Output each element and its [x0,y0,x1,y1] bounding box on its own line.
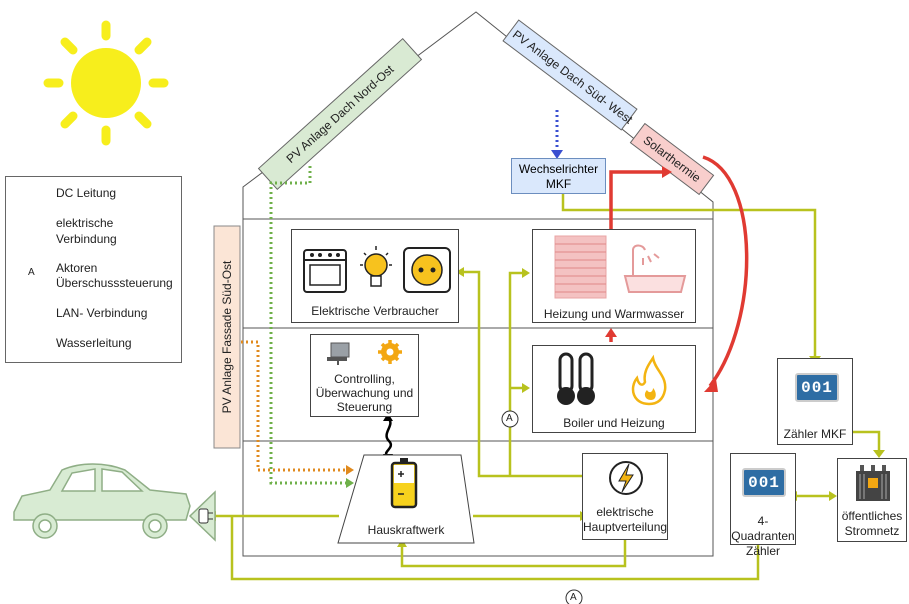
sun-icon [43,20,169,146]
heating-water-icons [554,235,687,299]
boiler-icons [557,352,667,406]
pv-facade-panel [213,225,241,449]
boiler-box: Boiler und Heizung [532,345,696,433]
consumers-box: Elektrische Verbraucher [291,229,459,323]
counter-digits: 001 [748,473,780,492]
power-plant-label: Hauskraftwerk [367,523,445,537]
light-bulb-icon [360,246,392,287]
consumers-icons [303,246,451,293]
legend-electric-label-2: Verbindung [56,232,117,246]
distribution-label: elektrische Hauptverteilung [583,505,667,535]
meter-mkf-box: 001 Zähler MKF [777,358,853,445]
heating-water-label: Heizung und Warmwasser [543,307,685,321]
counter-digits: 001 [801,378,833,397]
actor-circle [501,410,519,428]
legend-electric-label-1: elektrische [56,216,114,230]
meter-mkf-label: Zähler MKF [783,427,847,441]
meter-4q-label-1: 4-Quadranten [731,514,795,543]
bathtub-icon [623,244,687,293]
inverter-box: Wechselrichter MKF [511,158,606,194]
radiator-icon [554,235,607,299]
counter-icon: 001 [795,373,839,402]
thermometer-icon [557,352,595,405]
dc-arrow-head [346,478,354,488]
dc-arrow-head [346,465,354,475]
consumers-label: Elektrische Verbraucher [311,304,439,318]
inverter-label-2: MKF [545,177,572,191]
power-socket-icon [403,247,451,293]
meter-4q-label: 4-Quadranten Zähler [731,514,795,559]
legend [5,176,182,363]
water-arrow-heads [605,166,718,392]
meter-4q-box: 001 4-Quadranten Zähler [730,453,796,558]
transformer-icon [856,465,890,501]
legend-actor-label-2: Überschusssteuerung [56,276,173,290]
transformer-icon-wrap [856,465,890,501]
grid-label-1: öffentliches [841,509,903,523]
controlling-label-1: Controlling, [334,372,395,386]
electric-car-icon [13,463,216,542]
distribution-label-2: Hauptverteilung [583,520,668,534]
pv-roof-south-west [502,19,638,131]
controlling-icons [327,340,402,365]
controlling-box: Controlling, Überwachung und Steuerung [310,334,419,417]
plug-icon [198,508,213,524]
meter-4q-label-2: Zähler [745,544,780,558]
legend-lan-label: LAN- Verbindung [56,306,148,320]
counter-icon: 001 [742,468,786,497]
controlling-label: Controlling, Überwachung und Steuerung [311,372,418,414]
lightning-icon [609,461,643,495]
grid-label-2: Stromnetz [844,524,900,538]
legend-water-label: Wasserleitung [56,336,132,350]
pv-facade-label: PV Anlage Fassade Süd-Ost [220,260,234,414]
actor-letter: A [506,413,513,424]
legend-actor-letter: A [28,267,35,278]
pv-roof-north-east [257,37,423,191]
distribution-label-1: elektrische [596,505,654,519]
stove-icon [303,249,347,293]
distribution-box: elektrische Hauptverteilung [582,453,668,540]
inverter-label-1: Wechselrichter [518,162,599,176]
dc-lines [241,110,559,485]
legend-actor-label-1: Aktoren [56,261,98,275]
gear-icon [378,340,402,364]
actor-circle [565,589,583,604]
grid-box: öffentliches Stromnetz [837,458,907,542]
grid-label: öffentliches Stromnetz [838,509,906,539]
heating-water-box: Heizung und Warmwasser [532,229,696,323]
distribution-icon-wrap [609,461,643,495]
legend-dc-label: DC Leitung [56,186,117,200]
flame-icon [631,354,667,406]
controlling-label-2: Überwachung und [315,386,414,400]
electric-lines [214,193,881,581]
actor-letter: A [570,592,577,603]
boiler-label: Boiler und Heizung [563,416,665,430]
dc-arrow-head [551,150,563,159]
computer-icon [327,342,350,365]
controlling-label-3: Steuerung [336,400,393,414]
